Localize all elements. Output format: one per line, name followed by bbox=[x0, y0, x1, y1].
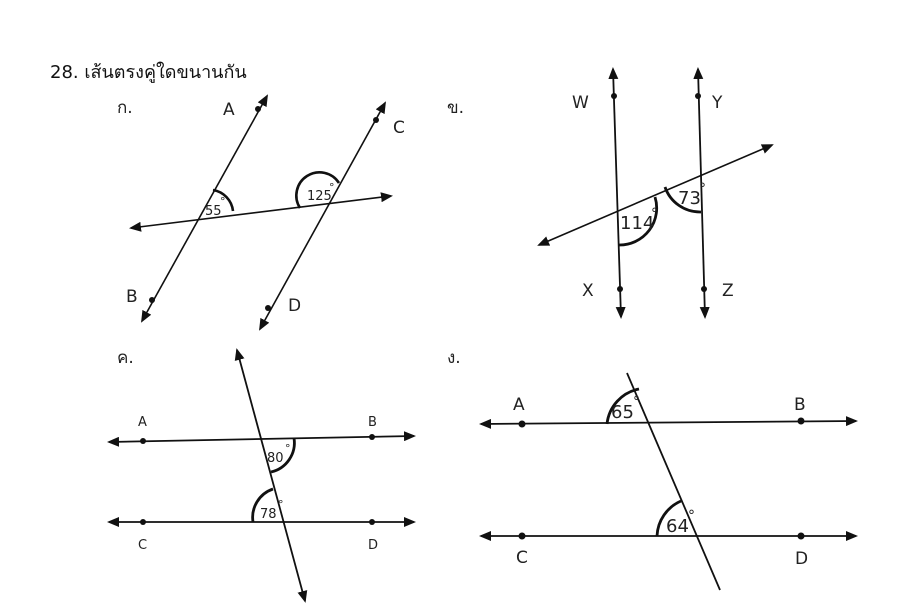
point-w bbox=[611, 93, 617, 99]
angle-value: 78 bbox=[260, 507, 277, 522]
angle-value: 64 bbox=[666, 516, 689, 537]
line-yz bbox=[693, 67, 710, 319]
point-b bbox=[369, 434, 375, 440]
transversal-line bbox=[626, 372, 721, 591]
panel-ko-points bbox=[149, 106, 379, 311]
label-a: A bbox=[138, 415, 147, 430]
angle-arc bbox=[212, 188, 235, 212]
degree-mark: ° bbox=[699, 181, 706, 197]
line-ab bbox=[479, 416, 858, 429]
angle-arc bbox=[663, 186, 702, 214]
panel-ko bbox=[129, 94, 393, 331]
angle-arc bbox=[605, 387, 640, 425]
label-c: C bbox=[138, 538, 147, 553]
angle-value: 80 bbox=[267, 451, 284, 466]
panel-label-kho2: ค. bbox=[117, 348, 134, 368]
transversal-line bbox=[129, 192, 393, 232]
degree-mark: ° bbox=[651, 206, 658, 222]
angle-arc bbox=[655, 499, 682, 537]
point-d bbox=[797, 532, 805, 540]
point-y bbox=[695, 93, 701, 99]
panel-kho2-points bbox=[140, 434, 375, 525]
degree-mark: ° bbox=[633, 394, 640, 410]
label-y: Y bbox=[711, 93, 723, 113]
angle-arc bbox=[270, 437, 296, 474]
panel-label-ko: ก. bbox=[117, 98, 133, 118]
point-b bbox=[797, 417, 805, 425]
point-c bbox=[140, 519, 146, 525]
panel-kho-points bbox=[611, 93, 707, 292]
point-z bbox=[701, 286, 707, 292]
question-title: 28. เส้นตรงคู่ใดขนานกัน bbox=[50, 62, 247, 83]
angle-value: 125 bbox=[307, 189, 332, 204]
angle-arc bbox=[251, 487, 274, 523]
label-x: X bbox=[582, 281, 594, 301]
point-b bbox=[149, 297, 155, 303]
angle-arc bbox=[618, 196, 659, 247]
angle-value: 114 bbox=[620, 213, 654, 234]
label-a: A bbox=[223, 100, 235, 120]
transversal-line bbox=[234, 348, 308, 603]
point-x bbox=[617, 286, 623, 292]
transversal-line bbox=[537, 144, 774, 246]
label-c: C bbox=[393, 118, 405, 138]
angle-value: 73 bbox=[678, 188, 701, 209]
label-d: D bbox=[795, 549, 808, 569]
panel-kho2 bbox=[107, 348, 416, 603]
label-b: B bbox=[794, 395, 806, 415]
degree-mark: ° bbox=[278, 498, 284, 511]
label-a: A bbox=[513, 395, 525, 415]
line-wx bbox=[608, 67, 626, 319]
label-c: C bbox=[516, 548, 528, 568]
point-d bbox=[265, 305, 271, 311]
point-d bbox=[369, 519, 375, 525]
line-cd bbox=[259, 101, 386, 331]
point-c bbox=[518, 532, 526, 540]
point-c bbox=[373, 117, 379, 123]
point-a bbox=[518, 420, 526, 428]
angle-value: 65 bbox=[611, 402, 634, 423]
label-b: B bbox=[368, 415, 377, 430]
label-d: D bbox=[368, 538, 378, 553]
panel-label-kho: ข. bbox=[447, 98, 465, 118]
degree-mark: ° bbox=[220, 195, 226, 208]
degree-mark: ° bbox=[688, 508, 695, 524]
panel-label-ngo: ง. bbox=[447, 348, 461, 368]
point-a bbox=[140, 438, 146, 444]
label-z: Z bbox=[722, 281, 734, 301]
label-d: D bbox=[288, 296, 301, 316]
panel-ngo bbox=[479, 372, 858, 591]
label-b: B bbox=[126, 287, 138, 307]
panel-kho bbox=[537, 67, 774, 319]
label-w: W bbox=[572, 93, 589, 113]
panel-ngo-points bbox=[518, 417, 805, 540]
degree-mark: ° bbox=[329, 181, 335, 194]
angle-value: 55 bbox=[205, 204, 222, 219]
point-a bbox=[255, 106, 261, 112]
angle-arc bbox=[295, 171, 341, 209]
line-ab bbox=[141, 94, 268, 323]
degree-mark: ° bbox=[285, 442, 291, 455]
